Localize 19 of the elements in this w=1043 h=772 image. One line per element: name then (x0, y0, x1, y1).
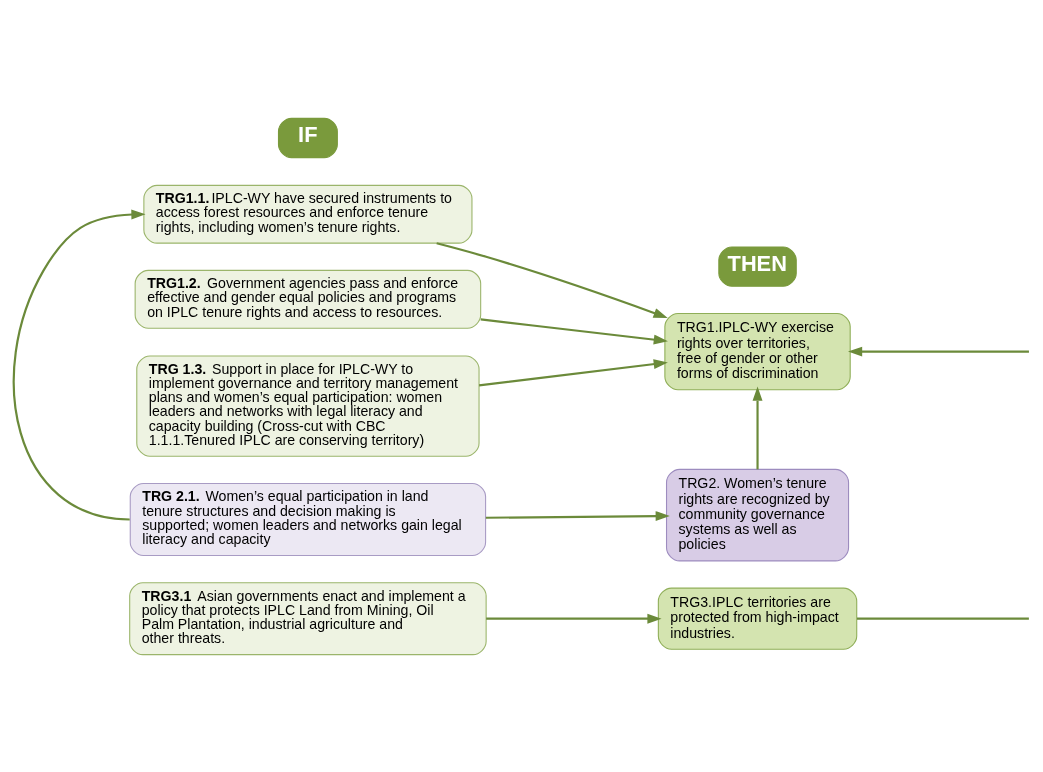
node-box: TRG3.IPLC territories are protected from high-impact industries. (657, 587, 858, 650)
node-box: TRG 1.3. Support in place for IPLC-WY to implement governance and territory management plans and women’s equal participation: women leaders and networks with legal literacy and capacity building (Cross-cut with CBC 1.1.1.Tenured IPLC are conserving territory) (136, 354, 480, 457)
arrow (12, 209, 146, 521)
arrow (485, 510, 670, 521)
node-box: TRG1.2. Government agencies pass and enforce effective and gender equal policies and programs on IPLC tenure rights and access to resources. (134, 269, 482, 329)
node-box: TRG 2.1. Women’s equal participation in land tenure structures and decision making is supported; women leaders and networks gain legal literacy and capacity (129, 482, 487, 556)
arrow (480, 317, 668, 345)
node-box: TRG3.1 Asian governments enact and implement a policy that protects IPLC Land from Mining, Oil Palm Plantation, industrial agriculture and other threats. (129, 581, 487, 655)
arrow (847, 346, 1029, 357)
connector (857, 617, 1029, 620)
arrow (486, 613, 662, 624)
node-box: TRG1.1.IPLC-WY have secured instruments to access forest resources and enforce tenure rights, including women’s tenure rights. (143, 184, 473, 244)
arrow (479, 358, 668, 386)
node-box: TRG1.IPLC-WY exercise rights over territories, free of gender or other forms of discrimination (664, 312, 851, 390)
node-box: TRG2. Women’s tenure rights are recognized by community governance systems as well as policies (665, 468, 850, 561)
arrow (752, 385, 763, 469)
arrow (436, 241, 668, 318)
node-box: IF (277, 117, 338, 158)
node-box: THEN (718, 245, 797, 287)
